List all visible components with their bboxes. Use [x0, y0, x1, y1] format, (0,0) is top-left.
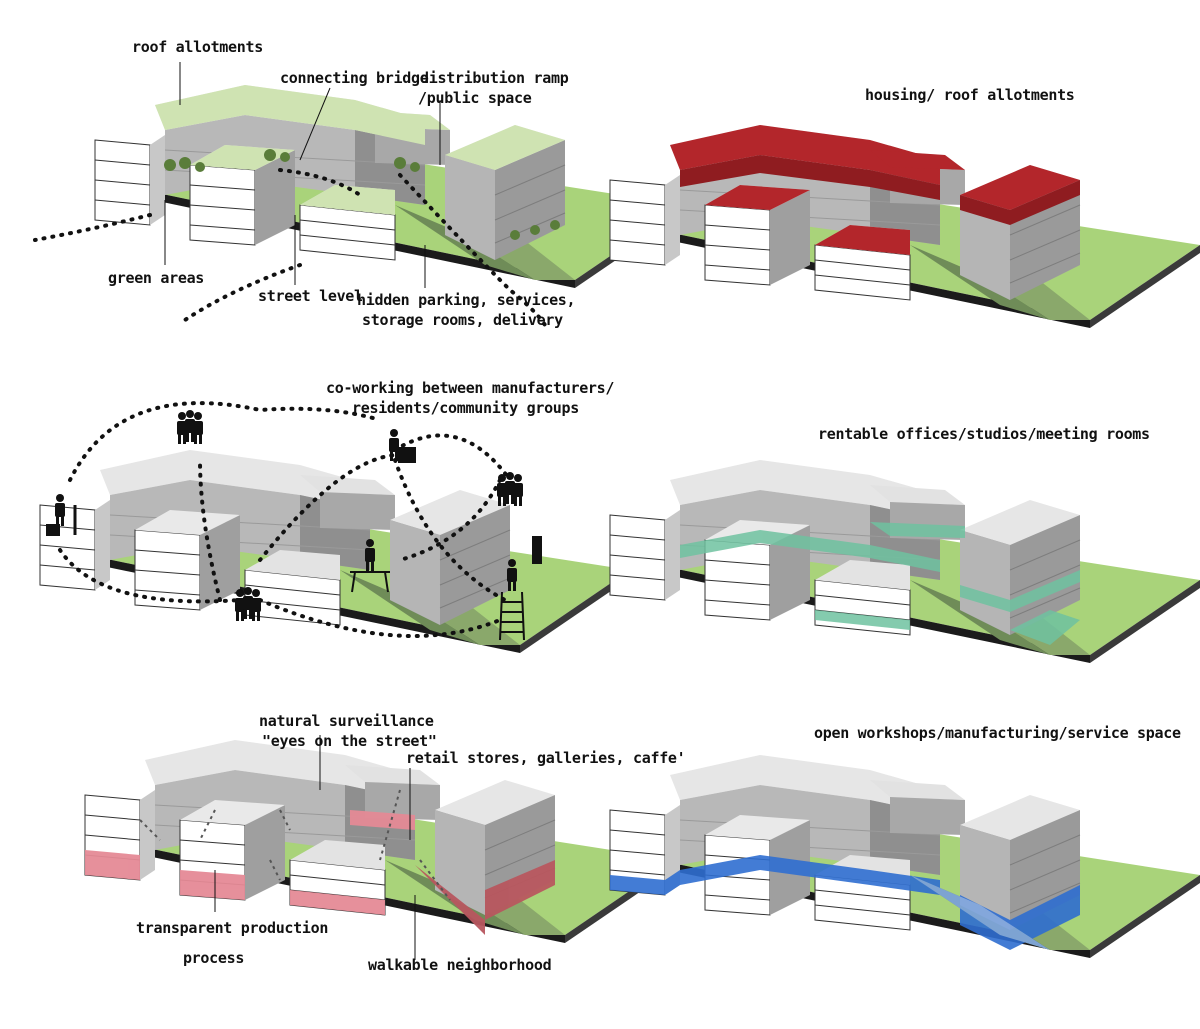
panel-1-dotted-arrows — [33, 168, 547, 327]
people-icons — [46, 410, 542, 641]
label-rentable: rentable offices/studios/meeting rooms — [818, 425, 1150, 443]
label-natural-surveillance-2: "eyes on the street" — [262, 732, 437, 750]
label-coworking-1: co-working between manufacturers/ — [326, 379, 615, 397]
label-coworking-2: residents/community groups — [352, 399, 580, 417]
label-walkable: walkable neighborhood — [368, 956, 552, 974]
panel-retail — [84, 739, 676, 944]
label-housing: housing/ roof allotments — [865, 86, 1075, 104]
panel-housing — [609, 124, 1200, 329]
label-hidden-parking-2: storage rooms, delivery — [362, 311, 563, 329]
panel-rentable-offices — [609, 459, 1200, 664]
panel-open-workshops — [609, 754, 1200, 959]
label-transparent-2: process — [182, 949, 245, 967]
label-street-level: street level — [258, 287, 363, 305]
panel-5-dotted-arrows — [139, 789, 451, 901]
label-retail: retail stores, galleries, caffe' — [406, 749, 686, 767]
leader-lines — [164, 62, 441, 960]
label-transparent-1: transparent production — [136, 919, 329, 937]
label-connecting-bridge: connecting bridge — [280, 69, 429, 87]
panel-roof-allotments — [94, 84, 686, 289]
label-open-workshops: open workshops/manufacturing/service spa… — [814, 724, 1181, 742]
label-hidden-parking-1: hidden parking, services, — [357, 291, 576, 309]
label-green-areas: green areas — [108, 269, 205, 287]
label-distribution-ramp-2: /public space — [418, 89, 532, 107]
label-distribution-ramp-1: distribution ramp — [420, 69, 569, 87]
panel-3-dotted-flows — [58, 401, 512, 638]
label-natural-surveillance-1: natural surveillance — [259, 712, 434, 730]
label-roof-allotments: roof allotments — [132, 38, 263, 56]
